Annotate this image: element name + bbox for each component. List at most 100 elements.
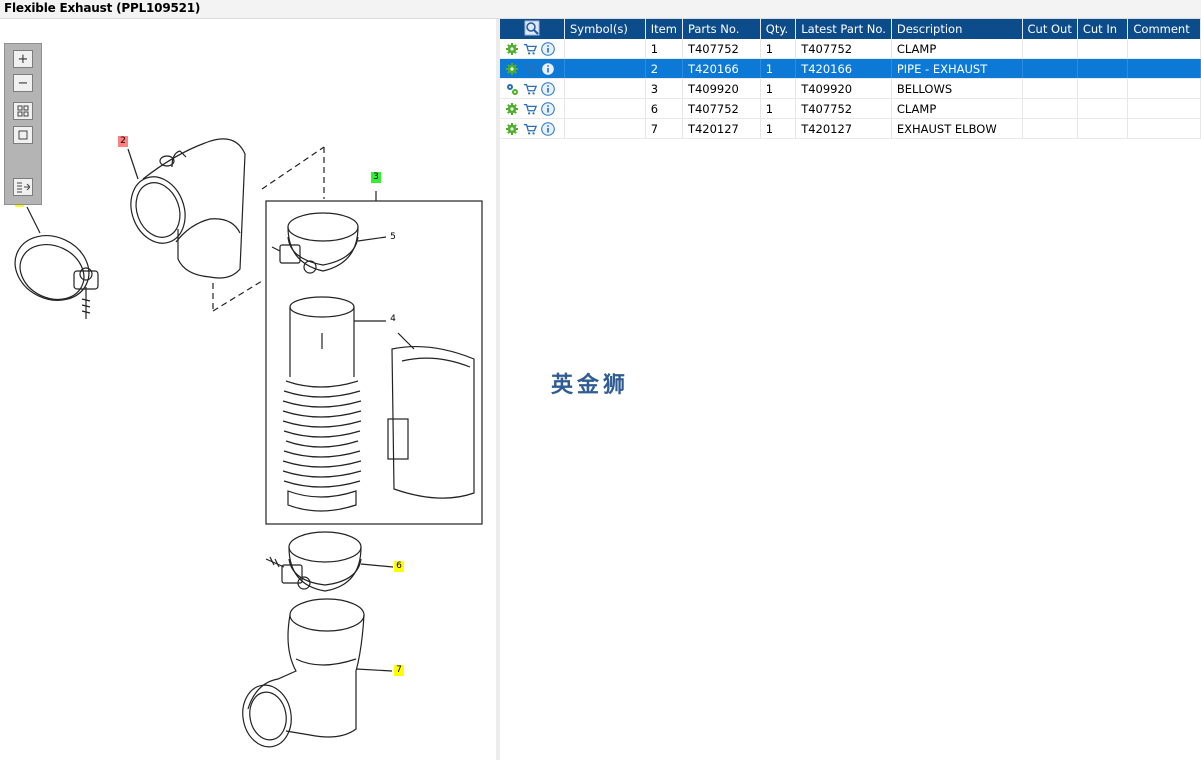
part-1-clamp[interactable] [4,224,99,319]
cell-symbols [564,39,646,59]
cell-part-no: T420127 [682,118,761,139]
gear-icon[interactable] [505,42,519,56]
row-actions [500,58,565,79]
info-icon[interactable] [541,121,555,136]
gears-icon[interactable] [505,82,519,96]
part-7-exhaust-elbow[interactable] [238,598,393,751]
part-4-bellows[interactable] [282,296,475,512]
cell-comment [1127,58,1201,79]
cell-item: 3 [645,78,683,99]
part-3-bellows-assembly-box[interactable] [265,191,483,525]
square-icon [18,130,28,140]
actual-size-button[interactable] [13,126,33,144]
cell-latest-part-no: T407752 [795,39,892,59]
row-actions [500,78,565,99]
column-header-description[interactable]: Description [891,19,1023,39]
cell-part-no: T420166 [682,58,761,79]
row-actions [500,39,565,59]
info-icon[interactable] [541,61,555,76]
gear-icon[interactable] [505,62,519,76]
table-row[interactable]: 2 T420166 1 T420166 PIPE - EXHAUST [500,58,1201,79]
callout-2[interactable]: 2 [118,136,128,147]
cell-latest-part-no: T420166 [795,58,892,79]
diagram-panel[interactable]: 1 2 3 4 5 6 7 + − [0,19,496,760]
parts-table: Symbol(s) Item Parts No. Qty. Latest Par… [500,19,1201,139]
info-icon[interactable] [541,101,555,116]
cell-latest-part-no: T407752 [795,98,892,119]
cell-comment [1127,78,1201,99]
cell-cut-in [1077,58,1129,79]
cell-latest-part-no: T420127 [795,118,892,139]
cell-item: 7 [645,118,683,139]
table-row[interactable]: 3 T409920 1 T409920 BELLOWS [500,78,1201,99]
column-header-comment[interactable]: Comment [1127,19,1201,39]
cell-qty: 1 [760,58,797,79]
cell-description: PIPE - EXHAUST [891,58,1023,79]
cell-description: EXHAUST ELBOW [891,118,1023,139]
watermark: 英金狮 [551,373,630,398]
cart-icon[interactable] [523,122,537,136]
cell-cut-in [1077,98,1129,119]
cell-cut-in [1077,39,1129,59]
toggle-panel-button[interactable] [13,178,33,196]
cell-symbols [564,118,646,139]
cell-symbols [564,78,646,99]
cell-comment [1127,98,1201,119]
part-6-clamp[interactable] [265,531,394,592]
cell-symbols [564,58,646,79]
info-icon[interactable] [541,41,555,56]
zoom-out-icon: − [17,75,29,91]
column-header-tools[interactable] [500,19,565,39]
cell-comment [1127,118,1201,139]
gear-icon[interactable] [505,102,519,116]
cell-cut-out [1022,39,1078,59]
window-title: Flexible Exhaust (PPL109521) [4,1,201,15]
panel-arrow-icon [17,182,30,193]
window-title-bar: Flexible Exhaust (PPL109521) [0,0,1201,19]
cell-description: BELLOWS [891,78,1023,99]
column-header-symbols[interactable]: Symbol(s) [564,19,646,39]
exploded-parts-diagram[interactable] [0,19,496,760]
table-row[interactable]: 7 T420127 1 T420127 EXHAUST ELBOW [500,118,1201,139]
cell-description: CLAMP [891,98,1023,119]
column-header-qty[interactable]: Qty. [760,19,797,39]
panel-splitter[interactable] [496,19,500,760]
callout-7[interactable]: 7 [394,665,404,676]
callout-4[interactable]: 4 [390,314,396,324]
cell-symbols [564,98,646,119]
table-row[interactable]: 6 T407752 1 T407752 CLAMP [500,98,1201,119]
zoom-in-button[interactable]: + [13,50,33,68]
zoom-in-icon: + [17,51,29,67]
cell-cut-out [1022,58,1078,79]
table-row[interactable]: 1 T407752 1 T407752 CLAMP [500,39,1201,59]
cell-qty: 1 [760,39,797,59]
part-2-exhaust-pipe[interactable] [122,138,325,312]
grid-icon [17,105,29,117]
gear-icon[interactable] [505,122,519,136]
cell-qty: 1 [760,118,797,139]
column-header-cut-out[interactable]: Cut Out [1022,19,1078,39]
cart-icon[interactable] [523,102,537,116]
part-5-clamp[interactable] [271,212,387,274]
cell-cut-out [1022,118,1078,139]
callout-3[interactable]: 3 [371,172,381,183]
row-actions [500,98,565,119]
callout-6[interactable]: 6 [394,561,404,572]
diagram-toolbar: + − [4,43,42,205]
cart-icon[interactable] [523,42,537,56]
column-header-latest-part-no[interactable]: Latest Part No. [795,19,892,39]
cell-cut-in [1077,118,1129,139]
zoom-out-button[interactable]: − [13,74,33,92]
cart-icon[interactable] [523,62,537,76]
cell-qty: 1 [760,78,797,99]
callout-5[interactable]: 5 [390,232,396,242]
cell-qty: 1 [760,98,797,119]
info-icon[interactable] [541,81,555,96]
cell-cut-in [1077,78,1129,99]
column-header-item[interactable]: Item [645,19,683,39]
cell-part-no: T407752 [682,98,761,119]
fit-all-button[interactable] [13,102,33,120]
column-header-cut-in[interactable]: Cut In [1077,19,1129,39]
cart-icon[interactable] [523,82,537,96]
column-header-parts-no[interactable]: Parts No. [682,19,761,39]
